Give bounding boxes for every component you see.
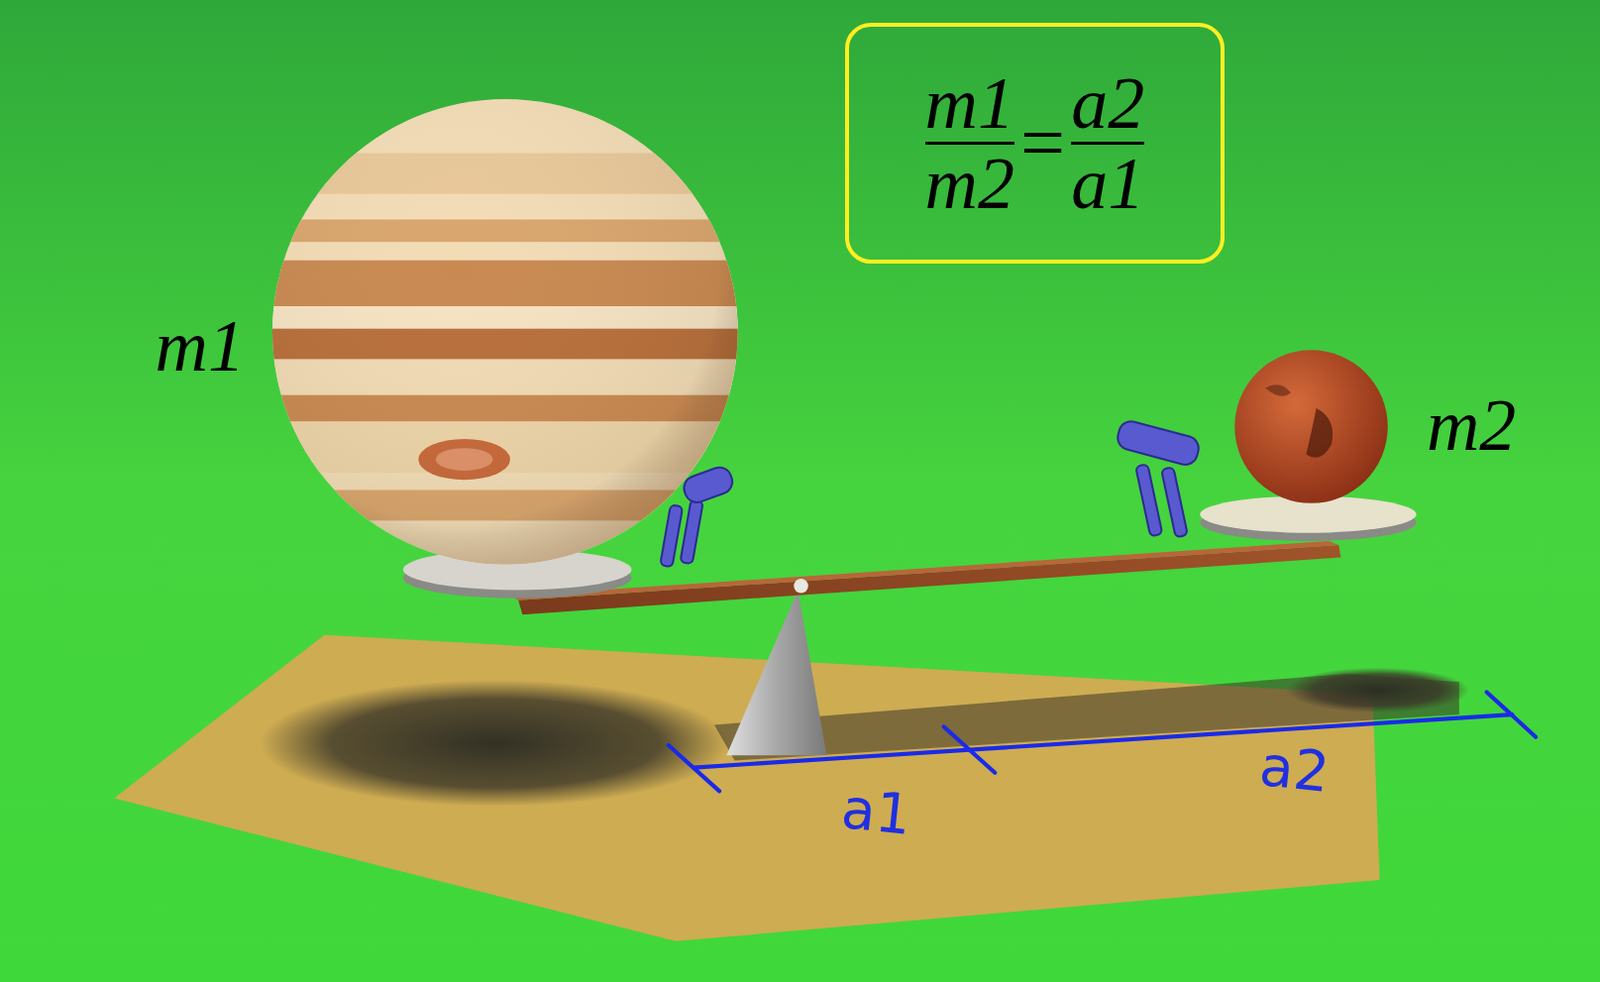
denominator: m2 [925, 146, 1015, 220]
mass-label: m1 [155, 306, 245, 387]
numerator: a2 [1070, 66, 1145, 140]
distance-label: a1 [838, 777, 914, 847]
fraction-bar [1070, 141, 1145, 145]
fraction: a2a1 [1070, 66, 1145, 220]
equals-sign: = [1020, 98, 1066, 189]
mass-label: m2 [1426, 385, 1516, 466]
denominator: a1 [1070, 146, 1145, 220]
numerator: m1 [925, 66, 1015, 140]
distance-label: a2 [1257, 735, 1333, 804]
fraction-bar [925, 141, 1015, 145]
formula-box: m1m2=a2a1 [845, 22, 1225, 264]
fraction: m1m2 [925, 66, 1015, 220]
